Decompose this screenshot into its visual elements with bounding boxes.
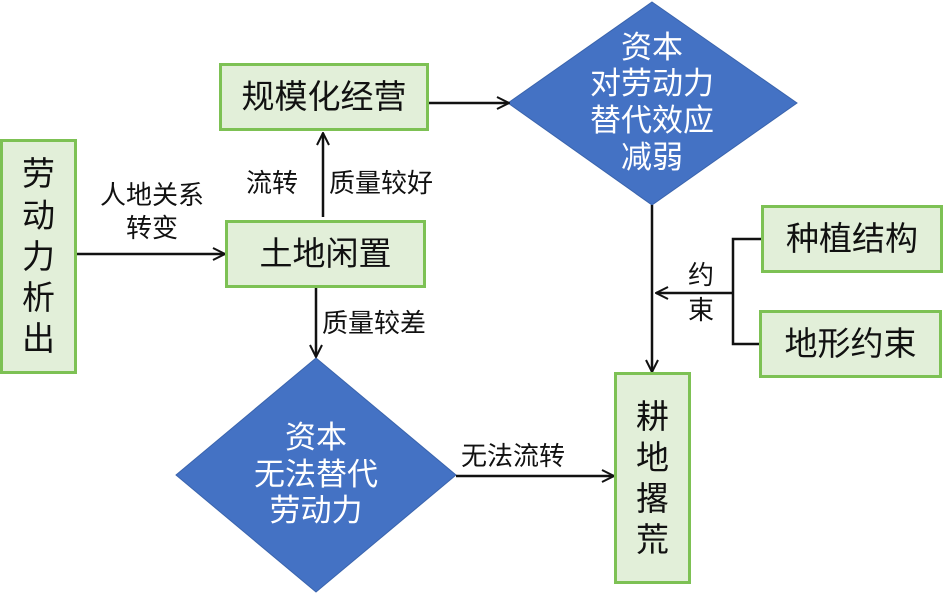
node-scale-operation: 规模化经营 (219, 63, 429, 131)
node-planting-structure: 种植结构 (761, 205, 943, 273)
edge-label-cannot-transfer: 无法流转 (461, 442, 566, 472)
node-char: 地 (636, 437, 669, 477)
diamond-line: 资本 (621, 29, 683, 66)
node-char: 出 (22, 319, 55, 359)
node-char: 力 (22, 236, 55, 276)
node-char: 荒 (636, 520, 669, 560)
edge-label-human-land-change: 人地关系 转变 (82, 180, 222, 245)
diamond-line: 减弱 (621, 139, 683, 176)
node-land-idle: 土地闲置 (225, 220, 426, 288)
diamond-line: 对劳动力 (590, 66, 714, 103)
edge-label-transfer: 流转 (246, 169, 299, 199)
edge-label-line: 人地关系 (99, 181, 204, 211)
node-char: 动 (22, 195, 55, 235)
node-label: 地形约束 (784, 323, 917, 363)
diamond-line: 无法替代 (254, 456, 378, 493)
node-label: 种植结构 (786, 218, 918, 258)
diamond-line: 资本 (285, 420, 347, 457)
edge-label-good-quality: 质量较好 (329, 169, 434, 199)
node-char: 析 (22, 278, 55, 318)
edge-label-constraint: 约 束 (688, 259, 714, 329)
edge-label-char: 束 (688, 296, 715, 327)
diamond-line: 替代效应 (590, 103, 714, 139)
edge-label-line: 转变 (125, 213, 178, 244)
node-char: 撂 (636, 479, 669, 518)
node-char: 耕 (636, 396, 669, 436)
node-capital-weakened-text: 资本 对劳动力 替代效应 减弱 (552, 12, 752, 194)
constraint-bracket (731, 237, 762, 346)
edge-label-char: 约 (688, 261, 715, 291)
node-labor-outflow: 劳 动 力 析 出 (0, 139, 77, 374)
node-capital-cannot-replace-text: 资本 无法替代 劳动力 (216, 410, 416, 540)
edge-label-poor-quality: 质量较差 (322, 309, 427, 339)
node-farmland-abandonment: 耕 地 撂 荒 (614, 372, 691, 584)
diamond-line: 劳动力 (269, 493, 363, 530)
node-terrain-constraint: 地形约束 (759, 310, 942, 378)
node-label: 土地闲置 (259, 233, 392, 273)
diamond-capital-cannot-replace (175, 357, 457, 593)
node-label: 规模化经营 (241, 76, 407, 116)
node-char: 劳 (22, 154, 55, 194)
